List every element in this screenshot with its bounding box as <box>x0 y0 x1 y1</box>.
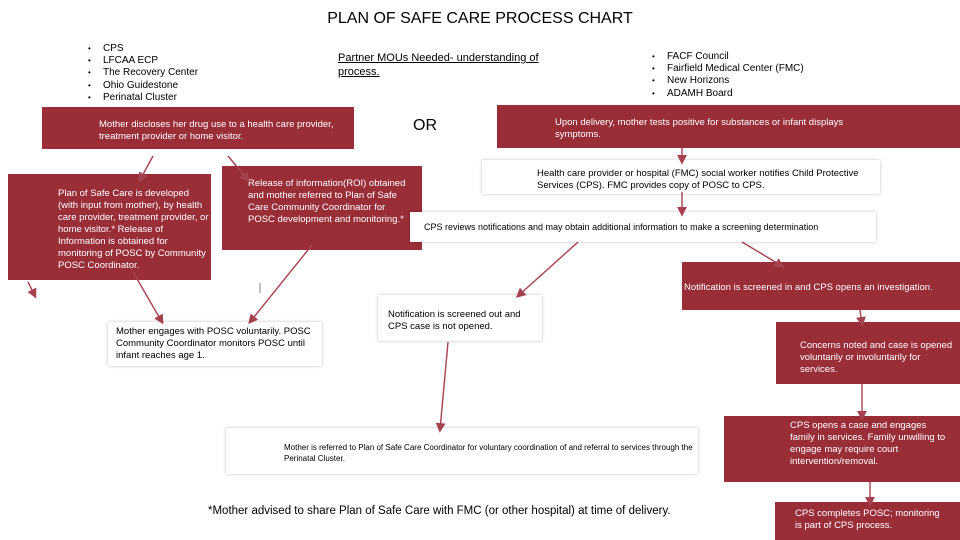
list-item: New Horizons <box>652 75 804 87</box>
arrow-disclose-to-plan <box>138 155 154 183</box>
disclose-box: Mother discloses her drug use to a healt… <box>42 107 354 149</box>
page-title: PLAN OF SAFE CARE PROCESS CHART <box>327 10 633 27</box>
concerns-box: Concerns noted and case is opened volunt… <box>776 322 960 384</box>
list-item: Perinatal Cluster <box>88 92 198 104</box>
list-item: ADAMH Board <box>652 88 804 100</box>
cps-reviews-box: CPS reviews notifications and may obtain… <box>410 212 876 242</box>
referred-box: Mother is referred to Plan of Safe Care … <box>226 428 698 474</box>
council-list: FACF Council Fairfield Medical Center (F… <box>652 51 804 100</box>
arrow-disclose-to-roi <box>227 155 250 183</box>
list-item: Fairfield Medical Center (FMC) <box>652 63 804 75</box>
list-item: Ohio Guidestone <box>88 80 198 92</box>
cps-opens-box: CPS opens a case and engages family in s… <box>724 416 960 482</box>
list-item: FACF Council <box>652 51 804 63</box>
arrow-review-to-screenout <box>515 241 579 298</box>
arrow-plan-to-engages-2 <box>132 271 164 325</box>
list-item: CPS <box>88 43 198 55</box>
arrow-review-to-screenin <box>741 241 785 268</box>
engages-box: Mother engages with POSC voluntarily. PO… <box>108 322 322 366</box>
roi-box: Release of information(ROI) obtained and… <box>222 166 422 250</box>
partner-mou-text: Partner MOUs Needed- understanding of pr… <box>338 52 539 78</box>
screened-in-box: Notification is screened in and CPS open… <box>682 262 960 310</box>
plan-developed-box: Plan of Safe Care is developed (with inp… <box>8 174 211 280</box>
partner-agencies-list: CPS LFCAA ECP The Recovery Center Ohio G… <box>88 43 198 104</box>
hcp-notifies-box: Health care provider or hospital (FMC) s… <box>482 160 880 194</box>
list-item: The Recovery Center <box>88 67 198 79</box>
arrow-screenin-to-concerns <box>856 309 866 327</box>
arrow-roi-to-engages <box>248 244 313 325</box>
cps-completes-box: CPS completes POSC; monitoring is part o… <box>775 502 960 540</box>
delivery-box: Upon delivery, mother tests positive for… <box>497 105 960 148</box>
screened-out-box: Notification is screened out and CPS cas… <box>378 295 542 341</box>
arrow-plan-to-engages <box>27 281 37 299</box>
or-label: OR <box>413 117 437 134</box>
list-item: LFCAA ECP <box>88 55 198 67</box>
footnote: *Mother advised to share Plan of Safe Ca… <box>208 505 671 517</box>
arrow-screenout-to-referred <box>435 341 449 433</box>
